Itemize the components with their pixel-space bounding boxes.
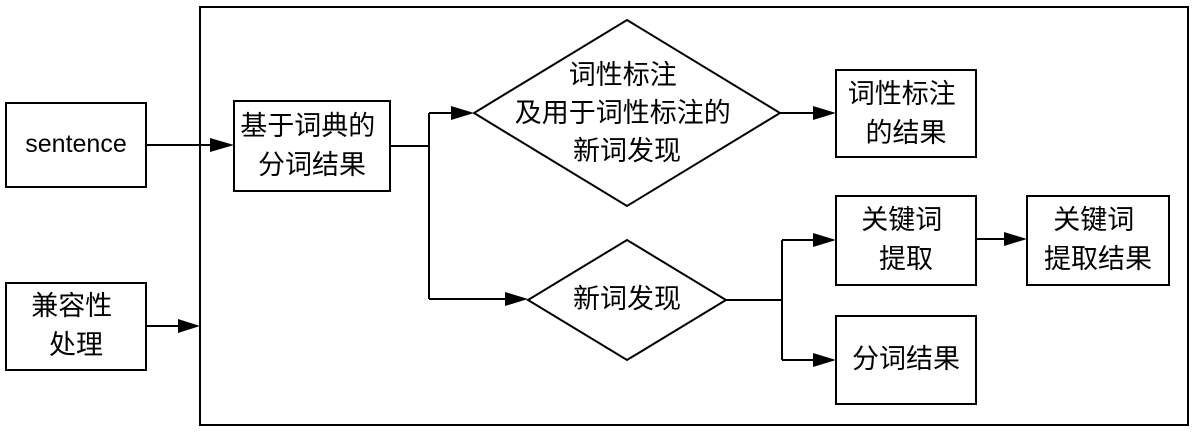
- sentence-box: [5, 102, 147, 188]
- keyword-box: [835, 195, 977, 286]
- arrowhead-compat: [178, 319, 200, 333]
- newword-decision-label: 新词发现: [573, 284, 681, 315]
- compat-label: 兼容性 处理: [31, 291, 121, 361]
- keyword-label: 关键词 提取: [861, 205, 951, 275]
- arrowhead-to-keyword: [813, 233, 836, 247]
- dict-seg-label: 基于词典的 分词结果: [240, 111, 384, 181]
- seg-result-label: 分词结果: [852, 344, 960, 375]
- arrowhead-keyword-result: [1004, 232, 1027, 246]
- pos-decision-diamond: [472, 18, 782, 208]
- arrowhead-to-seg-result: [813, 353, 836, 367]
- pos-decision-label: 词性标注 及用于词性标注的 新词发现: [515, 60, 740, 167]
- pos-result-box: [835, 69, 977, 158]
- arrowhead-to-pos: [451, 106, 474, 120]
- keyword-result-box: [1026, 195, 1170, 286]
- compat-box: [5, 282, 147, 371]
- arrowhead-pos-result: [813, 106, 836, 120]
- system-frame: [199, 6, 1189, 426]
- keyword-result-label: 关键词 提取结果: [1044, 205, 1152, 275]
- arrowhead-to-newword: [505, 292, 528, 306]
- arrowhead-sentence: [210, 138, 234, 152]
- pos-result-label: 词性标注 的结果: [848, 79, 965, 149]
- sentence-label: sentence: [25, 130, 126, 158]
- newword-decision-diamond: [526, 238, 728, 362]
